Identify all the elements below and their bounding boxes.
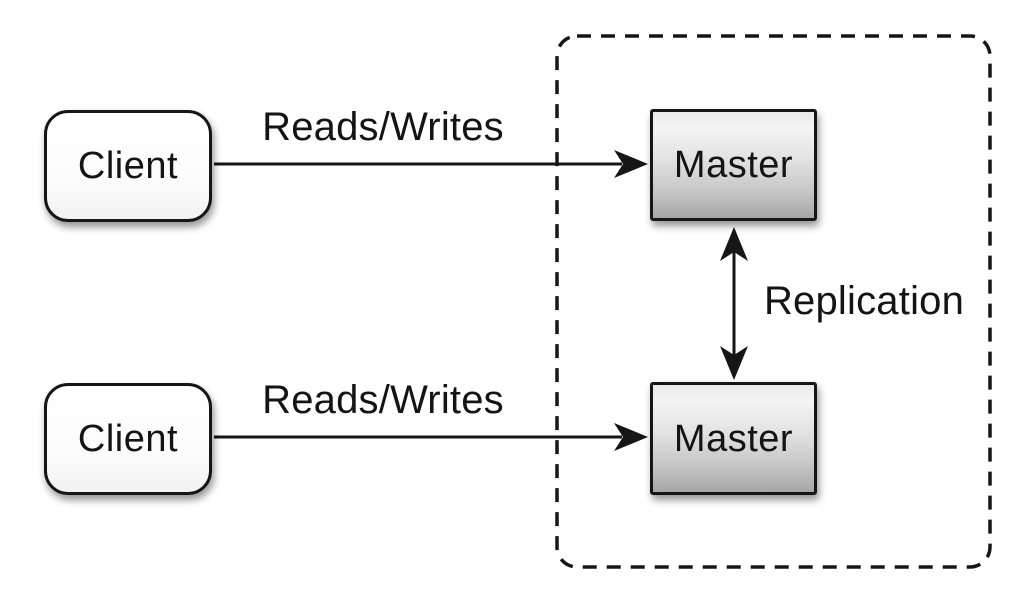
master-top-node: Master <box>650 109 817 221</box>
client-top-label: Client <box>77 145 179 187</box>
replication-label: Replication <box>763 279 965 323</box>
replication-arrowhead-up-icon <box>720 227 748 261</box>
master-bottom-label: Master <box>673 417 794 460</box>
reads-writes-bottom-arrowhead-icon <box>614 423 648 451</box>
master-bottom-node: Master <box>650 382 817 495</box>
client-bottom-node: Client <box>44 383 212 495</box>
master-top-label: Master <box>673 144 794 186</box>
masters-group-dashed-border <box>555 34 992 569</box>
reads-writes-top-arrowhead-icon <box>614 150 648 178</box>
client-bottom-label: Client <box>77 418 179 460</box>
client-top-node: Client <box>44 110 212 222</box>
reads-writes-top-label: Reads/Writes <box>262 105 504 149</box>
reads-writes-bottom-label: Reads/Writes <box>262 378 504 422</box>
replication-arrowhead-down-icon <box>720 346 748 380</box>
